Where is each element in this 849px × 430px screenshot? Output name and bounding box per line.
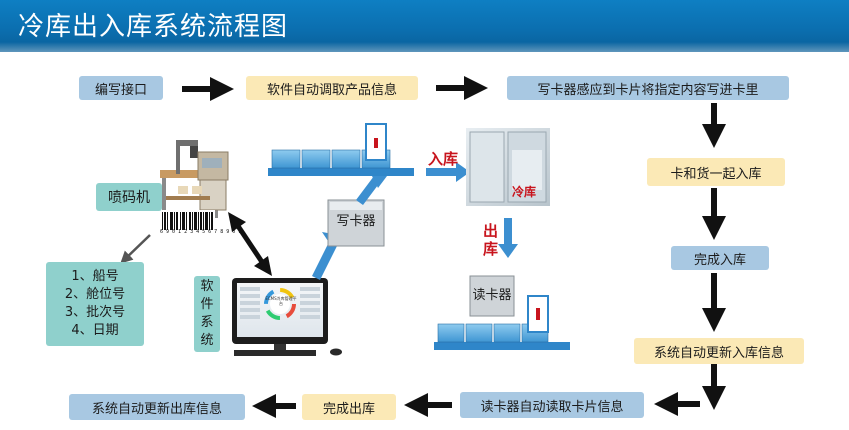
card-reader-label: 读卡器 — [472, 287, 512, 303]
outbound-label-char: 库 — [483, 240, 499, 258]
software-system-label: 软 件 系 统 — [194, 276, 220, 352]
card-writer-illustration — [327, 199, 385, 247]
step-write-card: 写卡器感应到卡片将指定内容写进卡里 — [507, 76, 789, 100]
step-inbound-complete: 完成入库 — [671, 246, 769, 270]
software-label-char: 件 — [200, 297, 214, 312]
coldroom-illustration — [466, 128, 550, 206]
arrow-printer-to-list — [120, 234, 151, 264]
warehouse-rack-bottom — [434, 295, 570, 350]
info-list-item: 3、批次号 — [64, 305, 126, 320]
info-list-item: 4、日期 — [71, 323, 119, 338]
step-card-goods-inbound: 卡和货一起入库 — [647, 158, 785, 186]
title-bar: 冷库出入库系统流程图 — [0, 0, 849, 52]
info-list: 1、船号 2、舱位号 3、批次号 4、日期 — [46, 262, 144, 346]
info-list-item: 1、船号 — [71, 269, 119, 284]
card-writer-label: 写卡器 — [336, 213, 376, 229]
warehouse-rack-top — [268, 123, 414, 176]
card-reader-illustration — [469, 275, 515, 317]
arrow-into-coldroom — [426, 162, 470, 182]
title-bar-highlight — [0, 42, 849, 52]
coldroom-text: 冷库 — [512, 185, 537, 199]
monitor-text: ECMS冷库管理平台 — [265, 296, 297, 306]
info-list-item: 2、舱位号 — [64, 287, 126, 302]
page-title: 冷库出入库系统流程图 — [18, 12, 289, 42]
coding-machine-illustration — [160, 140, 229, 218]
step-update-outbound-info: 系统自动更新出库信息 — [69, 394, 245, 420]
barcode-digits: 6 9 0 1 2 3 4 5 6 7 8 9 0 1 — [160, 229, 242, 235]
double-arrow-computer-printer — [228, 212, 272, 276]
barcode-illustration — [160, 210, 215, 236]
computer-illustration — [232, 278, 342, 356]
software-label-char: 统 — [200, 333, 214, 348]
step-reader-read-card: 读卡器自动读取卡片信息 — [460, 392, 644, 418]
inbound-label: 入库 — [428, 150, 459, 168]
software-label-char: 系 — [200, 315, 214, 330]
printer-label: 喷码机 — [96, 183, 162, 211]
arrow-out-of-coldroom — [498, 218, 518, 258]
outbound-label: 出 库 — [483, 222, 498, 258]
outbound-label-char: 出 — [483, 222, 499, 240]
step-write-interface: 编写接口 — [79, 76, 163, 100]
step-fetch-product-info: 软件自动调取产品信息 — [246, 76, 418, 100]
step-outbound-complete: 完成出库 — [302, 394, 396, 420]
software-label-char: 软 — [200, 279, 214, 294]
step-update-inbound-info: 系统自动更新入库信息 — [634, 338, 804, 364]
